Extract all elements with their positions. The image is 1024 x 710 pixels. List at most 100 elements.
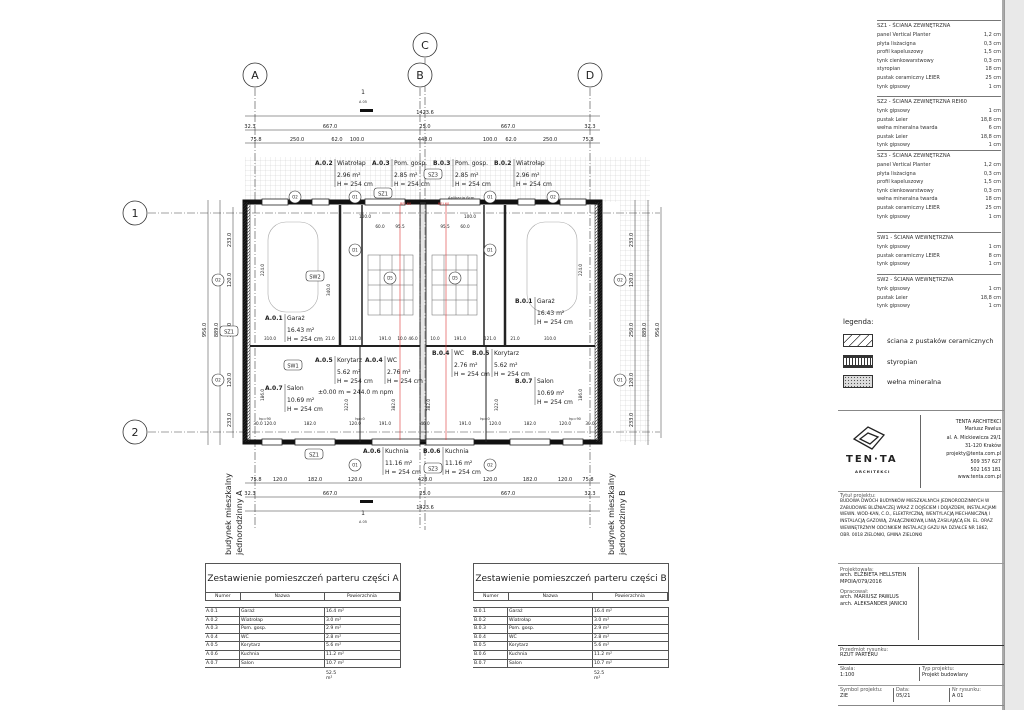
section-number-top: 1 bbox=[361, 89, 365, 96]
table-cell: Salon bbox=[240, 659, 325, 668]
dimension-label: 224.0 bbox=[260, 264, 265, 276]
dimension-label: 182.0 bbox=[308, 477, 322, 483]
staircases bbox=[367, 254, 478, 316]
wall-type-tag: SW1 bbox=[287, 364, 298, 370]
table-title: Zestawienie pomieszczeń parteru części A bbox=[205, 563, 401, 593]
preparer-name: arch. MARIUSZ PAWLUS bbox=[840, 594, 899, 600]
designer-name: arch. ELŻBIETA HELLSTEIN bbox=[840, 572, 907, 578]
sill-height-label: hp=0 bbox=[355, 417, 365, 421]
room-name: Pom. gosp. bbox=[394, 160, 427, 167]
room-height: H = 254 cm bbox=[445, 469, 481, 476]
company-info-line: 509 357 627 bbox=[970, 460, 1001, 466]
table-cell: Korytarz bbox=[240, 642, 325, 650]
room-height: H = 254 cm bbox=[537, 319, 573, 326]
windows bbox=[261, 198, 587, 446]
layer-thickness: 25 cm bbox=[985, 74, 1001, 81]
dimension-label: 448.0 bbox=[418, 137, 432, 143]
layer-thickness: 18 cm bbox=[985, 196, 1001, 203]
opening-tag: O1 bbox=[487, 195, 493, 200]
dimension-label: 120.0 bbox=[558, 477, 572, 483]
table-cell: 3.0 m² bbox=[593, 616, 669, 625]
opening-tag-circle bbox=[546, 190, 560, 204]
dimension-label: 46.0 bbox=[420, 421, 430, 426]
scale-label: Skala: bbox=[840, 666, 856, 672]
layer-thickness: 0,3 cm bbox=[983, 57, 1001, 64]
table-cell: 11.2 m² bbox=[325, 650, 401, 659]
room-area: 10.69 m² bbox=[287, 397, 315, 404]
room-area: 16.43 m² bbox=[537, 310, 565, 317]
table-cell: 16.4 m² bbox=[593, 608, 669, 616]
layer-thickness: 18,8 cm bbox=[980, 133, 1001, 140]
layer-material: tynk gipsowy bbox=[877, 244, 911, 250]
table-cell: 16.4 m² bbox=[325, 608, 401, 616]
column-header: Numer bbox=[474, 593, 509, 600]
dimension-label: 75.8 bbox=[582, 137, 593, 143]
section-number-bottom: 1 bbox=[361, 510, 365, 517]
layer-material: pustak Leier bbox=[877, 133, 908, 140]
fire-rating-label: REI 60 bbox=[400, 202, 411, 206]
dimension-label: 1423.6 bbox=[416, 110, 434, 116]
wall-spec-title: SZ3 - ŚCIANA ZEWNĘTRZNA bbox=[877, 150, 1001, 159]
symbol-label: Symbol projektu: bbox=[840, 687, 883, 693]
table-cell: A.0.6 bbox=[205, 650, 240, 659]
preparer-name: arch. ALEKSANDER JANICKI bbox=[840, 601, 908, 607]
layer-thickness: 1,2 cm bbox=[983, 162, 1001, 168]
dimension-label: 100.0 bbox=[483, 137, 497, 143]
layer-material: płyta lisżacigna bbox=[877, 170, 916, 177]
dimension-label: 233.0 bbox=[227, 233, 233, 247]
dimension-label: 100.0 bbox=[464, 214, 476, 219]
level-label: ±0.00 m = 244.0 m npm bbox=[318, 389, 393, 396]
layer-thickness: 1 cm bbox=[988, 244, 1001, 250]
table-cell: Pom. gosp. bbox=[508, 625, 593, 633]
table-cell: Garaż bbox=[240, 608, 325, 616]
layer-thickness: 1 cm bbox=[988, 213, 1001, 220]
table-cell: Pom. gosp. bbox=[240, 625, 325, 633]
legend-item-styrofoam: styropian bbox=[843, 355, 917, 368]
wall-spec-layer: pustak Leier 18,8 cm bbox=[877, 133, 1001, 142]
column-header: Numer bbox=[206, 593, 241, 600]
opening-tag: O1 bbox=[352, 463, 358, 468]
room-height: H = 254 cm bbox=[394, 181, 430, 188]
legend: legenda: ściana z pustaków ceramicznych … bbox=[843, 318, 993, 388]
room-number: B.0.4 bbox=[432, 350, 449, 357]
company-info-line: 502 163 181 bbox=[970, 467, 1001, 473]
drawing-number-label: Nr rysunku: bbox=[952, 687, 981, 693]
table-cell: 2.9 m² bbox=[593, 625, 669, 633]
dimension-label: 32.3 bbox=[244, 124, 255, 130]
sill-height-label: hp=90 bbox=[569, 417, 581, 421]
layer-material: pustak Leier bbox=[877, 116, 908, 123]
company-info-line: TENTA ARCHITEKCI bbox=[955, 420, 1001, 425]
wall-spec-title: SW1 - ŚCIANA WEWNĘTRZNA bbox=[877, 232, 1001, 241]
room-area: 11.16 m² bbox=[445, 460, 473, 467]
room-area: 2.96 m² bbox=[337, 172, 361, 179]
axis-label-d: D bbox=[586, 69, 594, 82]
dimension-label: 120.0 bbox=[348, 477, 362, 483]
opening-tag-circle bbox=[348, 458, 362, 472]
axis-label-2: 2 bbox=[132, 426, 139, 439]
room-number: A.0.4 bbox=[365, 357, 383, 364]
opening-tag-circle bbox=[613, 373, 627, 387]
layer-material: tynk gipsowy bbox=[877, 83, 911, 90]
table-cell: 10.7 m² bbox=[593, 659, 669, 668]
note-label: Aplikacja 6cm bbox=[448, 195, 475, 200]
layer-thickness: 1,2 cm bbox=[983, 32, 1001, 38]
dimension-label: 75.8 bbox=[250, 477, 261, 483]
dimension-label: 30.0 bbox=[253, 421, 263, 426]
column-header: Nazwa bbox=[509, 593, 593, 600]
dimension-label: 120.0 bbox=[273, 477, 287, 483]
dimension-label: 250.0 bbox=[629, 323, 635, 337]
dimension-label: 233.0 bbox=[227, 413, 233, 427]
